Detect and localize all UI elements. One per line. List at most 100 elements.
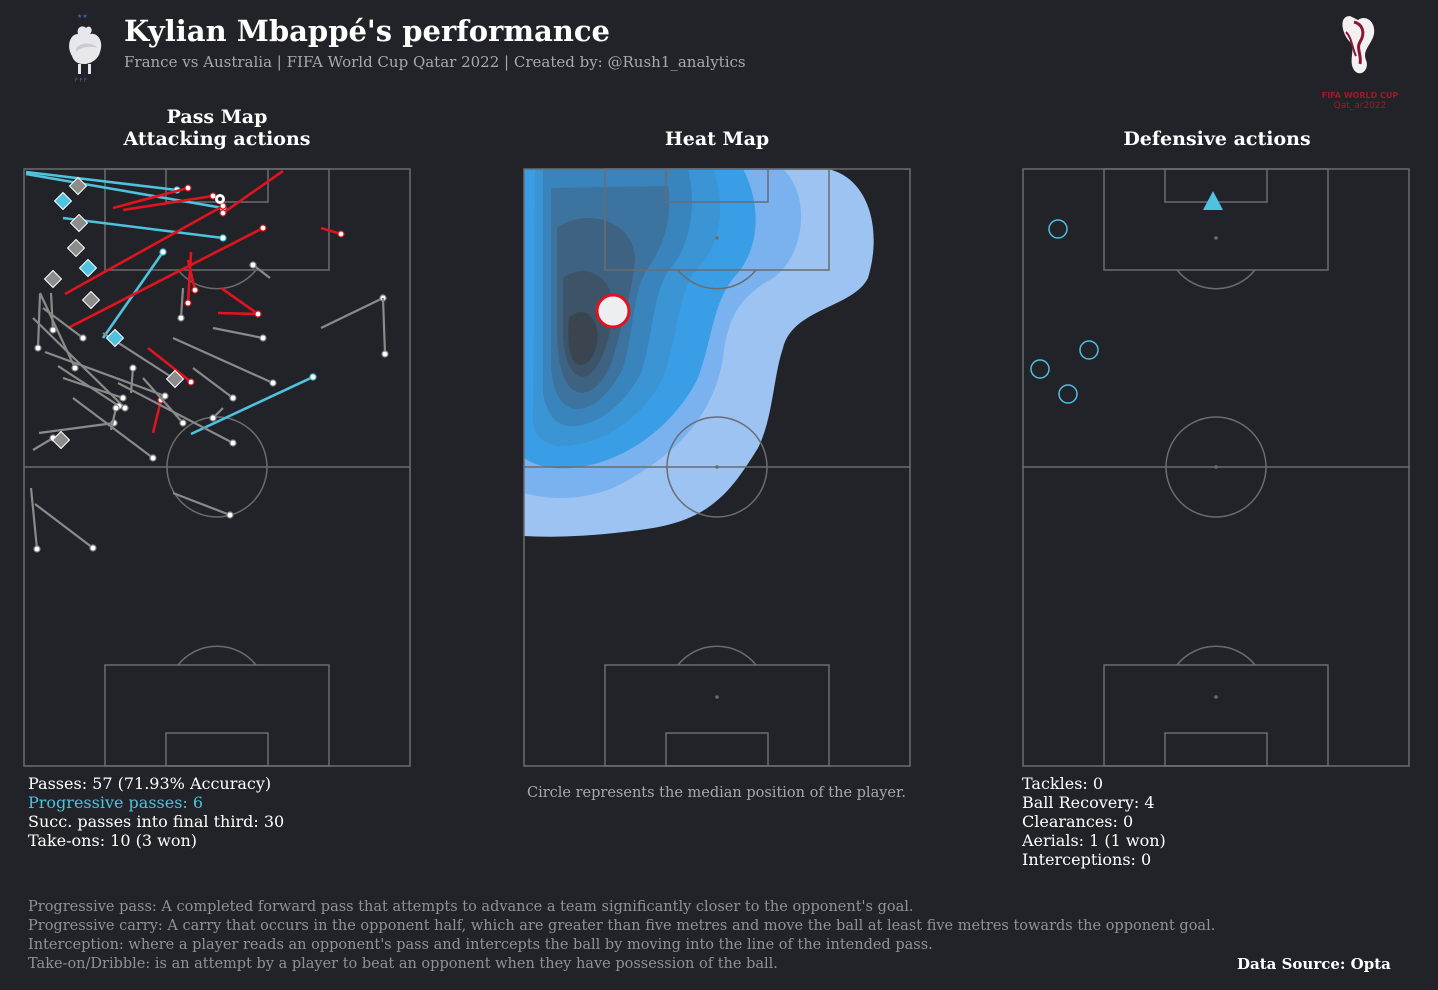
pass-end-point [226,511,234,519]
pass-end-point [249,261,257,269]
pass-line [172,491,231,517]
pass-end-point [149,454,157,462]
pitch-spots [715,236,719,699]
pass-end-point [191,286,199,294]
pass-end-point [49,326,57,334]
pass-end-point [309,373,317,381]
ball-recovery-marker [1079,340,1099,360]
final-third-pass-line [64,204,224,296]
footnotes: Progressive pass: A completed forward pa… [28,898,1215,974]
pass-line [44,350,166,398]
pass-end-point [33,545,41,553]
take-ons-stat: Take-ons: 10 (3 won) [28,831,197,850]
progressive-pass-line [190,375,314,436]
ball-recovery-stat: Ball Recovery: 4 [1022,793,1155,812]
pass-line [62,376,124,400]
pass-line [179,287,185,319]
world-cup-trophy-icon: FIFA WORLD CUP Qat_ar2022 [1322,16,1399,111]
take-on-marker [165,369,185,389]
pass-end-point [219,234,227,242]
footnote: Progressive pass: A completed forward pa… [28,899,914,915]
pass-end-point [209,414,217,422]
pass-end-point [219,209,227,217]
pass-lines [25,169,389,553]
take-on-marker [69,213,89,233]
footnote: Progressive carry: A carry that occurs i… [28,918,1216,934]
pass-end-point [269,379,277,387]
take-on-marker [66,238,86,258]
take-on-marker [68,176,88,196]
pass-map-pitch [23,168,411,767]
clearances-stat: Clearances: 0 [1022,812,1134,831]
pass-line [72,397,154,459]
svg-text:★★: ★★ [77,13,88,20]
pass-map-title: Pass Map Attacking actions [24,106,410,150]
take-on-marker [81,290,101,310]
median-position-marker [595,293,631,329]
interceptions-stat: Interceptions: 0 [1022,850,1152,869]
pass-line [36,293,42,349]
progressive-passes-stat: Progressive passes: 6 [28,793,204,812]
pass-end-point [184,299,192,307]
pass-line [172,336,274,385]
progressive-pass-line [62,216,224,240]
take-on-marker [53,191,73,211]
pass-end-point [121,404,129,412]
page-title: Kylian Mbappé's performance [124,14,611,48]
heat-map-title: Heat Map [664,128,770,150]
pass-line [49,292,55,331]
data-source: Data Source: Opta [1237,955,1391,973]
pass-end-point [177,314,185,322]
pass-end-point [179,419,187,427]
pass-line [212,326,264,340]
pass-map-title-line1: Pass Map [166,106,268,128]
heat-map-note: Circle represents the median position of… [527,785,906,801]
pass-line [129,367,135,394]
final-third-stat: Succ. passes into final third: 30 [28,812,285,831]
ball-recovery-markers [1030,219,1099,404]
progressive-pass-line [25,172,224,210]
final-third-pass-line [112,186,189,210]
passes-stat: Passes: 57 (71.93% Accuracy) [28,774,272,793]
pass-line [381,297,387,355]
logo-text-line2: Qat_ar2022 [1334,101,1387,111]
ball-recovery-marker [1048,219,1068,239]
take-on-marker [43,269,63,289]
final-third-pass-line [67,226,264,330]
pass-end-point [337,230,345,238]
pass-end-point [259,334,267,342]
pass-line [38,421,115,435]
footnote: Take-on/Dribble: is an attempt by a play… [28,956,778,972]
aerials-stat: Aerials: 1 (1 won) [1022,831,1166,850]
pass-end-point [229,439,237,447]
pass-end-point [254,310,262,318]
final-third-pass-line [217,311,259,316]
take-on-marker [51,430,71,450]
logo-text-line1: FIFA WORLD CUP [1322,91,1399,100]
pass-end-point [159,248,167,256]
ball-recovery-marker [1058,384,1078,404]
pass-line [192,367,234,399]
pass-end-point [229,394,237,402]
pass-line [109,407,118,431]
final-third-pass-line [222,169,284,215]
pass-line [42,307,84,339]
pass-line [29,487,39,550]
rooster-crest-icon: ★★ F F F [69,13,102,84]
progressive-pass-line [25,170,178,192]
take-on-marker [78,258,98,278]
pass-end-point [187,378,195,386]
pass-end-point [381,350,389,358]
final-third-pass-line [186,259,197,291]
footnote: Interception: where a player reads an op… [28,937,933,953]
final-third-pass-line [186,251,193,304]
svg-text:F F F: F F F [75,78,87,84]
take-on-marker [105,328,125,348]
defensive-pitch [1022,168,1410,767]
pass-end-point [71,364,79,372]
pass-end-point [259,224,267,232]
pitch-spots [1214,236,1218,699]
defensive-actions-title: Defensive actions [1123,128,1311,150]
take-on-markers [43,176,185,450]
pass-end-point [34,344,42,352]
